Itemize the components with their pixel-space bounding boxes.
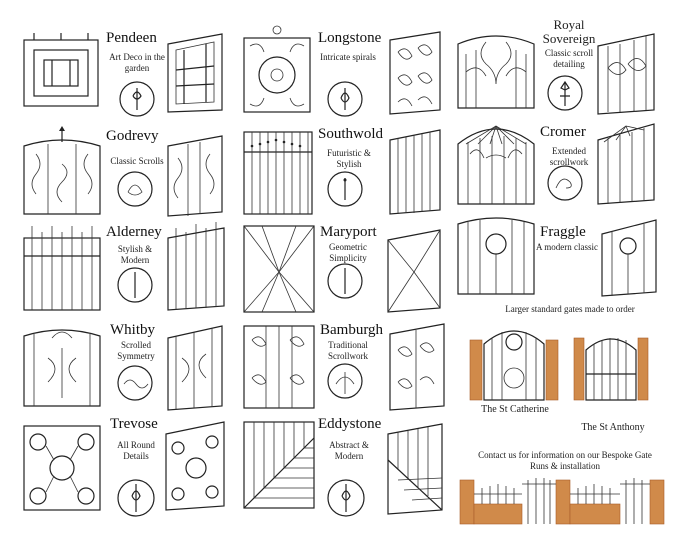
- gate-name: Fraggle: [540, 224, 586, 240]
- bamburgh-angled-drawing: [389, 323, 445, 411]
- pendeen-front-drawing: [23, 33, 99, 107]
- finial-roundel: [327, 81, 363, 117]
- gate-name: Pendeen: [106, 30, 157, 46]
- finial-roundel: [327, 171, 363, 207]
- gate-description: Art Deco in the garden: [109, 52, 165, 73]
- pendeen-angled-drawing: [167, 33, 223, 113]
- gate-description: Abstract & Modern: [329, 440, 369, 461]
- maryport-front-drawing: [243, 225, 315, 313]
- longstone-angled-drawing: [389, 31, 441, 115]
- gate-description: Futuristic & Stylish: [327, 148, 371, 169]
- finial-roundel: [119, 81, 155, 117]
- royal-sovereign-front-drawing: [457, 35, 535, 109]
- whitby-angled-drawing: [167, 325, 223, 411]
- gate-description: Intricate spirals: [320, 52, 376, 62]
- gate-description: All Round Details: [117, 440, 155, 461]
- finial-roundel: [547, 165, 583, 201]
- gate-name: Eddystone: [318, 416, 382, 432]
- gate-name: Whitby: [110, 322, 155, 338]
- gate-name: Trevose: [110, 416, 158, 432]
- gate-name: Southwold: [318, 126, 384, 142]
- gate-description: Extended scrollwork: [549, 146, 589, 167]
- finial-roundel: [117, 267, 153, 303]
- godrevy-front-drawing: [23, 126, 101, 215]
- godrevy-angled-drawing: [167, 135, 223, 217]
- trevose-front-drawing: [23, 425, 101, 511]
- longstone-front-drawing: [243, 25, 311, 113]
- southwold-front-drawing: [243, 131, 313, 215]
- eddystone-angled-drawing: [387, 423, 443, 515]
- bamburgh-front-drawing: [243, 325, 315, 409]
- fraggle-front-drawing: [457, 217, 535, 295]
- gate-name: Royal Sovereign: [542, 17, 596, 46]
- finial-roundel: [117, 365, 153, 401]
- st-catherine-label: The St Catherine: [481, 404, 549, 415]
- southwold-angled-drawing: [389, 129, 441, 215]
- fraggle-angled-drawing: [601, 219, 657, 297]
- maryport-angled-drawing: [387, 229, 441, 313]
- cromer-front-drawing: [457, 125, 535, 205]
- st-anthony-label: The St Anthony: [581, 422, 645, 433]
- gate-run-drawing: [459, 478, 665, 525]
- alderney-front-drawing: [23, 226, 101, 311]
- royal-sovereign-angled-drawing: [597, 33, 655, 115]
- gate-name: Maryport: [320, 224, 377, 240]
- gate-name: Longstone: [318, 30, 382, 46]
- cromer-angled-drawing: [597, 123, 655, 205]
- finial-roundel: [117, 171, 153, 207]
- finial-roundel: [327, 479, 365, 517]
- gate-name: Alderney: [106, 224, 162, 240]
- finial-roundel: [117, 479, 155, 517]
- larger-gates-note: Larger standard gates made to order: [505, 304, 635, 314]
- alderney-angled-drawing: [167, 222, 225, 311]
- st-anthony-drawing: [573, 337, 649, 401]
- gate-description: Scrolled Symmetry: [117, 340, 155, 361]
- st-catherine-drawing: [469, 330, 559, 401]
- gate-description: Stylish & Modern: [117, 244, 153, 265]
- gate-name: Cromer: [540, 124, 586, 140]
- gate-description: Traditional Scrollwork: [328, 340, 368, 361]
- finial-roundel: [547, 75, 583, 111]
- gate-name: Godrevy: [106, 128, 159, 144]
- gate-name: Bamburgh: [320, 322, 384, 338]
- finial-roundel: [327, 263, 363, 299]
- gate-description: Geometric Simplicity: [329, 242, 367, 263]
- finial-roundel: [327, 363, 363, 399]
- gate-description: Classic scroll detailing: [544, 48, 594, 69]
- eddystone-front-drawing: [243, 421, 315, 509]
- whitby-front-drawing: [23, 329, 101, 407]
- trevose-angled-drawing: [165, 421, 225, 511]
- contact-note: Contact us for information on our Bespok…: [478, 450, 652, 471]
- gate-description: Classic Scrolls: [110, 156, 164, 166]
- gate-description: A modern classic: [536, 242, 598, 252]
